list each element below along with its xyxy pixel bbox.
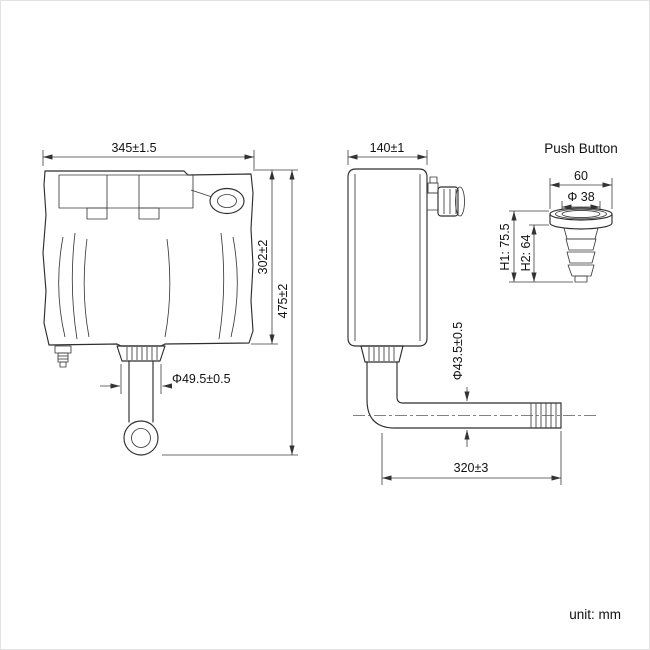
tank-front-outline [42, 170, 254, 347]
side-flush-elbow [353, 345, 597, 429]
hose-barb [565, 238, 597, 251]
inlet-cap [190, 187, 245, 215]
tank-top-recess [58, 174, 194, 220]
dim-button-h1: H1: 75.5 [498, 210, 573, 283]
cistern-side-view: 140±1 Φ43.5±0.5 320±3 [347, 141, 597, 485]
dim-pipe-length: 320±3 [381, 431, 562, 485]
dim-label-pipe-diameter: Φ43.5±0.5 [451, 322, 465, 381]
dim-button-h2: H2: 64 [519, 224, 549, 282]
dim-label-button-h2: H2: 64 [519, 235, 533, 272]
tank-side-outline [347, 168, 428, 347]
dim-label-button-h1: H1: 75.5 [498, 223, 512, 270]
side-valve-knob [426, 176, 465, 217]
dim-front-body-height: 302±2 [251, 169, 298, 345]
dim-label-outlet-diameter: Φ49.5±0.5 [172, 372, 231, 386]
dim-front-total-height: 475±2 [162, 170, 298, 456]
dim-button-width: 60 [549, 169, 613, 209]
dim-label-front-body-height: 302±2 [256, 240, 270, 275]
dim-side-depth: 140±1 [347, 141, 428, 165]
dim-label-front-width: 345±1.5 [111, 141, 156, 155]
fill-valve-fitting [54, 345, 72, 368]
dim-label-side-depth: 140±1 [370, 141, 405, 155]
dim-front-outlet-diameter: Φ49.5±0.5 [100, 364, 231, 394]
dim-pipe-diameter: Φ43.5±0.5 [451, 322, 470, 447]
tank-rib-lines [58, 232, 238, 340]
unit-label: unit: mm [569, 607, 621, 622]
flush-outlet [116, 345, 166, 456]
dim-label-front-total-height: 475±2 [276, 284, 290, 319]
push-button-detail: Push Button 60 Φ 38 [498, 141, 618, 283]
dim-button-diameter: Φ 38 [561, 190, 601, 210]
dim-label-pipe-length: 320±3 [454, 461, 489, 475]
push-button-title: Push Button [544, 141, 618, 156]
dim-label-button-diameter: Φ 38 [567, 190, 594, 204]
dim-front-width: 345±1.5 [42, 141, 255, 169]
cistern-front-view: 345±1.5 302±2 475±2 Φ49.5±0.5 [42, 141, 298, 456]
dim-label-button-width: 60 [574, 169, 588, 183]
push-button-body [549, 207, 613, 283]
